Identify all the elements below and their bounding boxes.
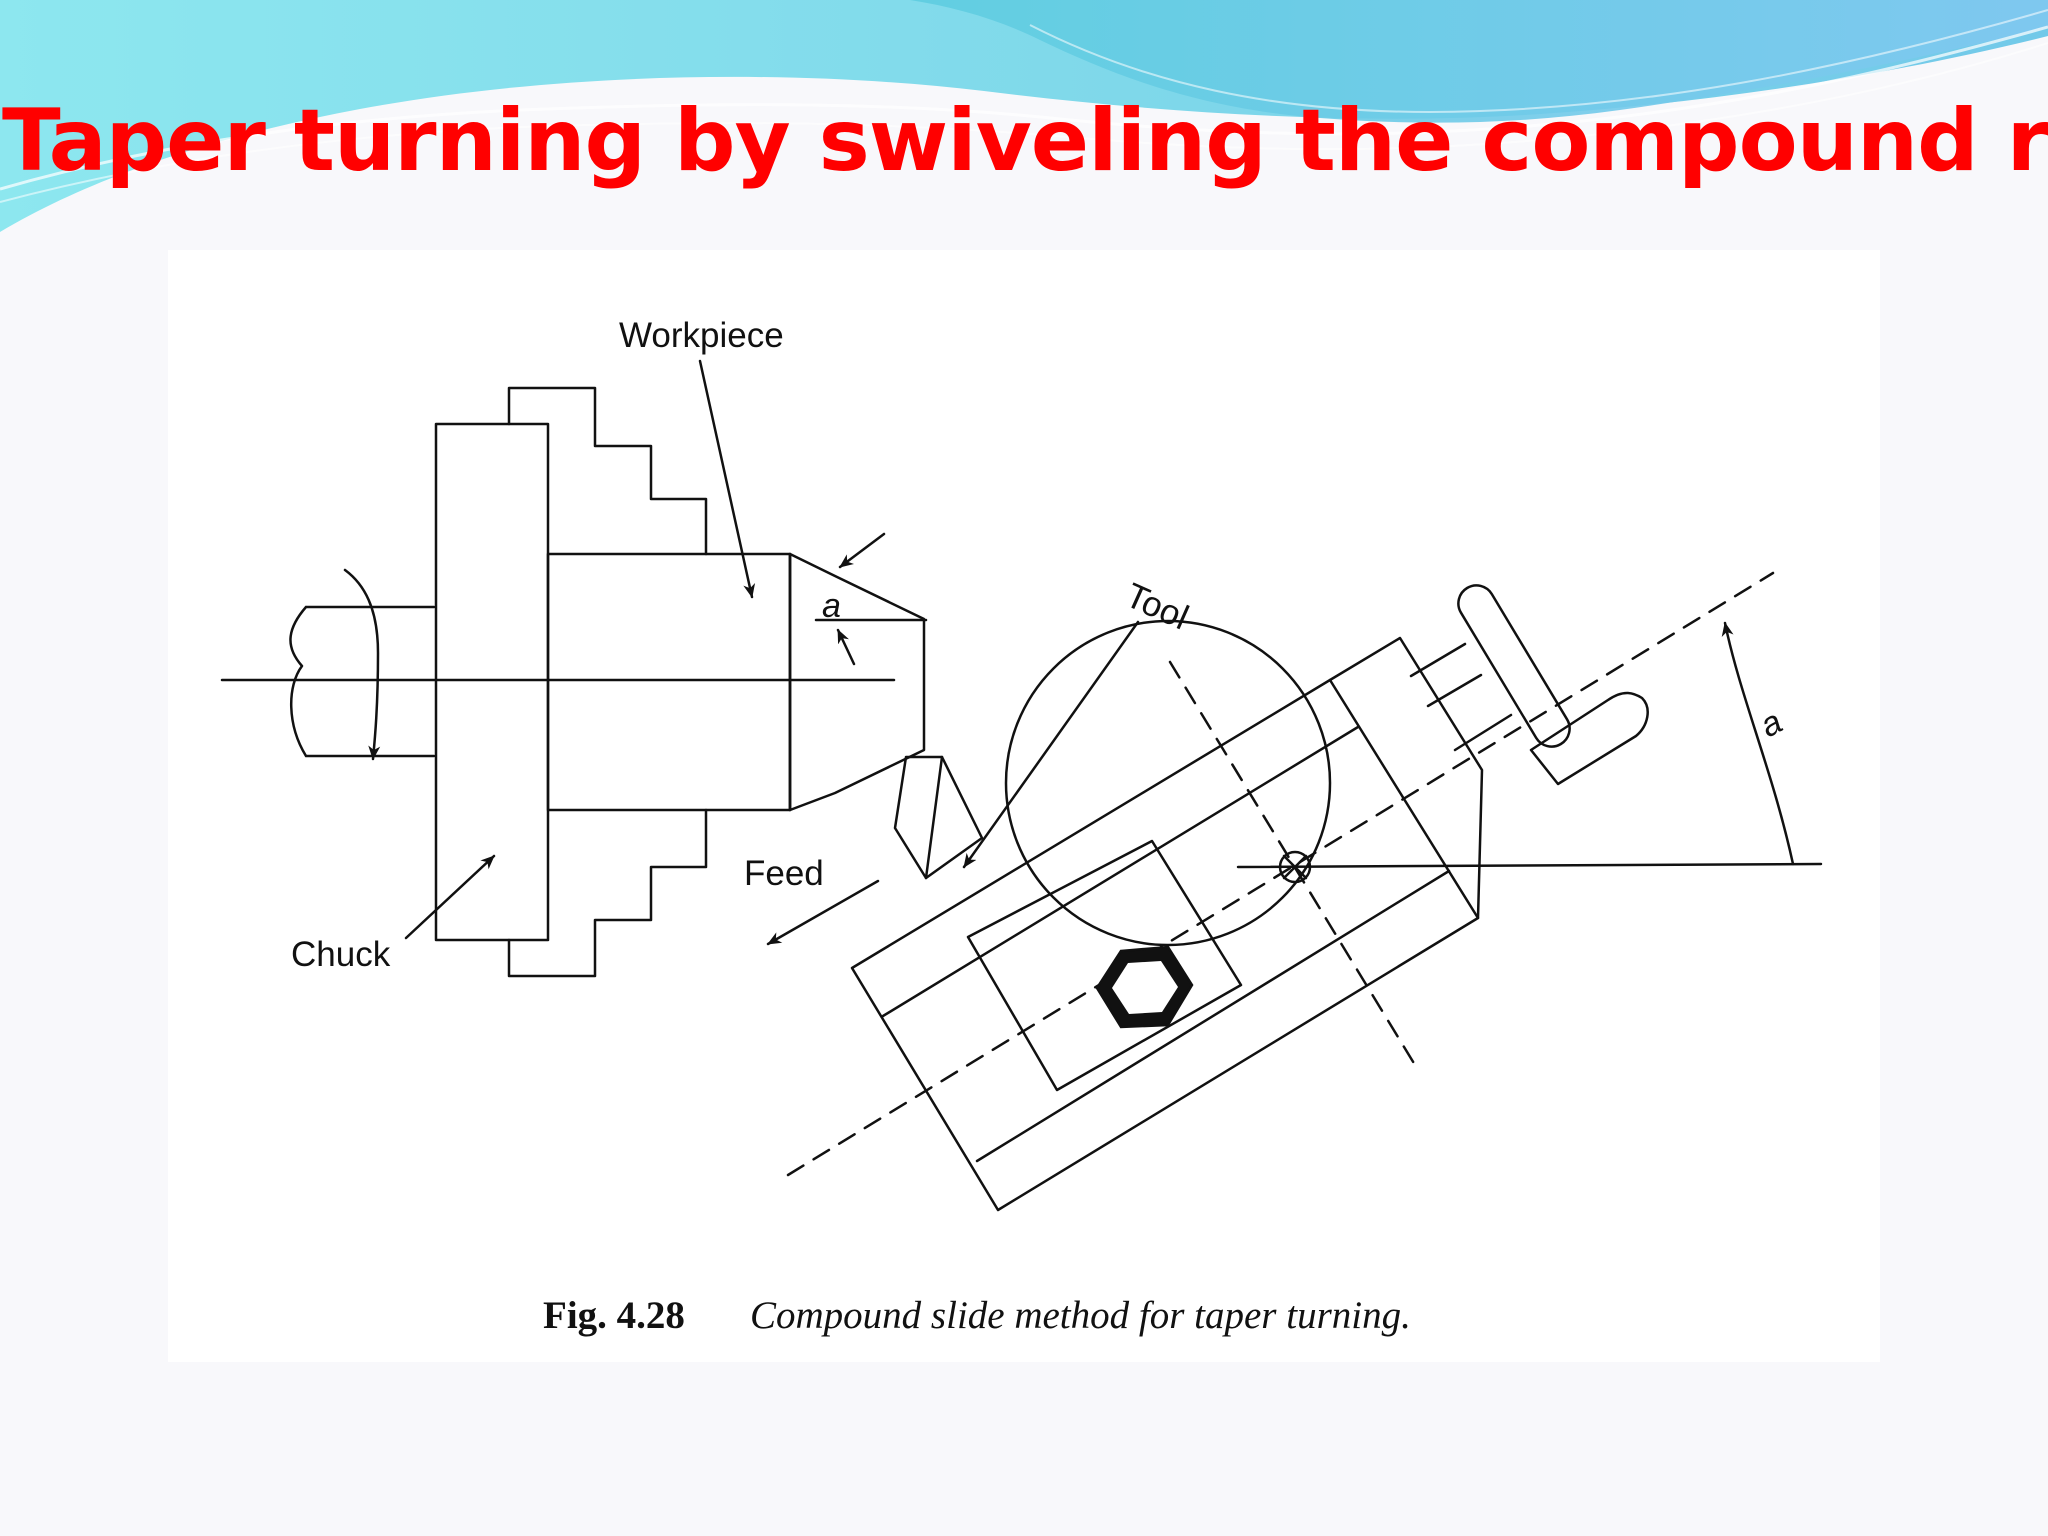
handwheel — [1457, 584, 1571, 748]
chuck-leader — [404, 854, 496, 940]
tool-leader — [962, 620, 1140, 869]
figure-caption-text: Compound slide method for taper turning. — [750, 1294, 1411, 1337]
workpiece-leader — [698, 359, 756, 599]
spindle-shaft — [289, 605, 436, 758]
chuck-label: Chuck — [291, 935, 391, 974]
locking-nut-center — [1112, 961, 1178, 1014]
angle-arrow-lower — [836, 628, 856, 666]
tool-holder-edge — [924, 755, 944, 880]
horizontal-reference-line — [1236, 862, 1823, 869]
tool-holder — [893, 755, 984, 880]
compound-rest-cross-centerline — [1168, 660, 1417, 1067]
handle — [1529, 691, 1649, 786]
compound-rest-diagram: Workpiece Tool Feed Chuck a a Fig. 4.28 … — [220, 316, 1823, 1337]
chuck-front-face — [546, 552, 792, 812]
workpiece-label: Workpiece — [619, 316, 784, 355]
feed-label: Feed — [744, 854, 824, 893]
slide-guide-lower — [975, 869, 1451, 1163]
pivot-cross-b — [1282, 854, 1308, 880]
slide-title: Taper turning by swiveling the compound … — [2, 91, 2048, 191]
feed-screw-body — [1328, 636, 1484, 920]
tool-post-block — [966, 839, 1243, 1092]
tool-label: Tool — [1120, 576, 1195, 638]
chuck-jaw-top-step — [507, 386, 708, 556]
angle-arrow-upper — [838, 532, 886, 569]
chuck-jaw-bottom-step — [507, 808, 708, 978]
pivot-center — [1278, 850, 1312, 884]
chuck-body — [434, 422, 550, 942]
angle-arc-right — [1721, 621, 1795, 866]
slide-guide-upper — [881, 725, 1360, 1018]
feed-arrow — [766, 879, 880, 946]
rotation-arrow — [343, 568, 381, 761]
taper-turning-figure: Workpiece Tool Feed Chuck a a Fig. 4.28 … — [168, 250, 1880, 1362]
feed-screw-stem — [1409, 642, 1513, 752]
angle-label-left: a — [822, 587, 841, 625]
compound-rest-base — [1004, 619, 1332, 947]
figure-caption-number: Fig. 4.28 — [543, 1294, 685, 1337]
header-wave-decoration — [0, 0, 2048, 232]
